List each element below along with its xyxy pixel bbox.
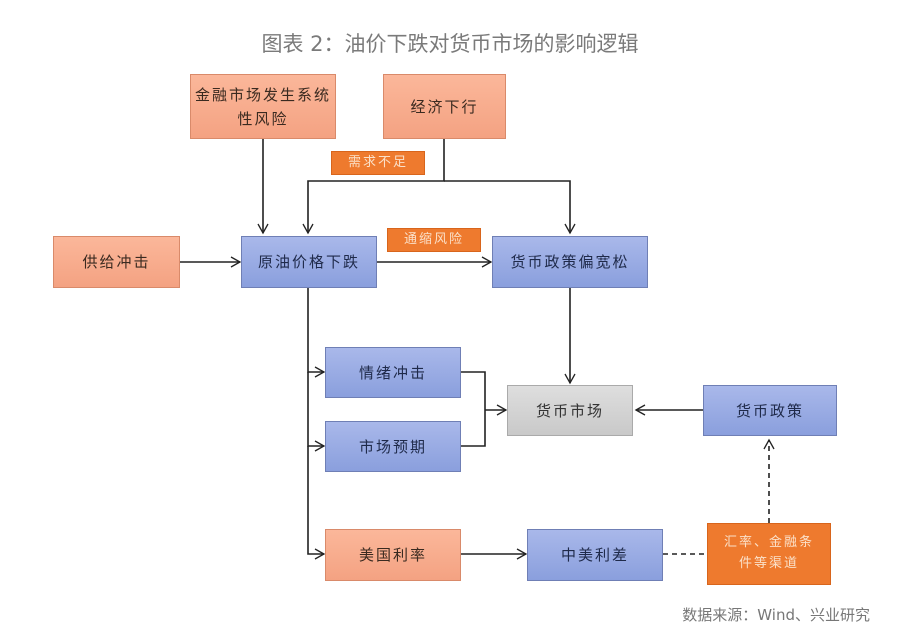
diagram-title: 图表 2：油价下跌对货币市场的影响逻辑 [261, 32, 639, 56]
arrow-economy-to-oil [302, 139, 445, 235]
label-deflation-risk: 通缩风险 [387, 228, 481, 252]
node-sentiment-shock: 情绪冲击 [325, 347, 461, 398]
source-note: 数据来源：Wind、兴业研究 [682, 606, 870, 624]
node-market-expect: 市场预期 [325, 421, 461, 472]
node-monetary-policy: 货币政策 [703, 385, 837, 436]
arrow-oil-to-expect [307, 372, 326, 452]
label-demand-short: 需求不足 [331, 151, 425, 175]
arrow-sentiment-expect-to-market [461, 371, 506, 447]
node-money-market: 货币市场 [507, 385, 633, 436]
node-economy-down: 经济下行 [383, 74, 506, 139]
node-loose-policy: 货币政策偏宽松 [492, 236, 648, 288]
arrow-oil-to-usrate [307, 446, 326, 560]
node-financial-risk: 金融市场发生系统性风险 [190, 74, 336, 139]
node-fx-channels: 汇率、金融条件等渠道 [707, 523, 831, 585]
arrow-economy-to-policy [444, 180, 576, 235]
arrow-oil-to-sentiment [307, 287, 326, 378]
node-supply-shock: 供给冲击 [53, 236, 180, 288]
node-oil-drop: 原油价格下跌 [241, 236, 377, 288]
node-us-rate: 美国利率 [325, 529, 461, 581]
node-cn-us-spread: 中美利差 [527, 529, 663, 581]
